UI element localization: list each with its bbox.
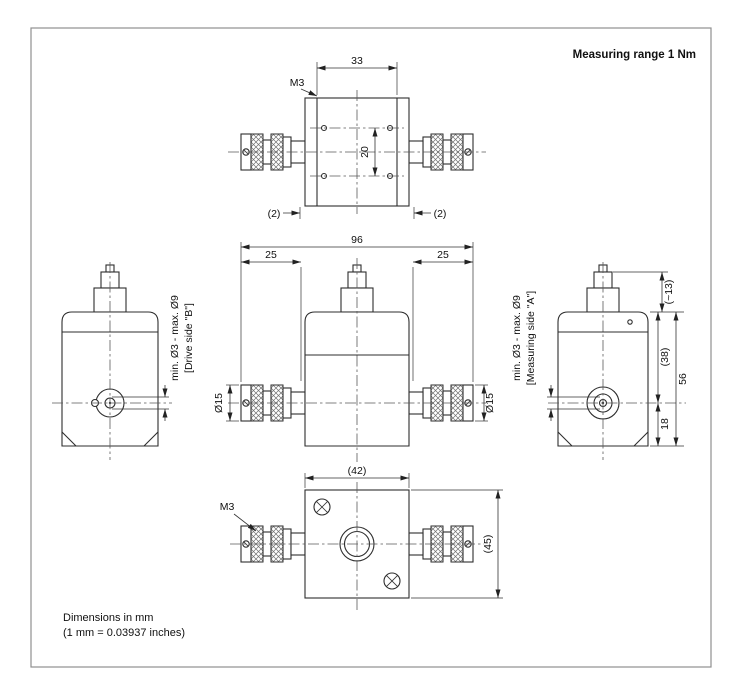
bore-range-label-measuring: min. Ø3 - max. Ø9	[511, 295, 523, 381]
drive-side-dimensions: min. Ø3 - max. Ø9 [Drive side "B"]	[112, 295, 195, 421]
units-note: Dimensions in mm	[63, 612, 153, 624]
dia-15-left-label: Ø15	[213, 393, 225, 413]
dim-33-label: 33	[351, 55, 363, 67]
measuring-side-label: [Measuring side "A"]	[525, 291, 537, 385]
dim-96-label: 96	[351, 234, 363, 246]
dim-13-label: (~13)	[663, 280, 675, 305]
drawing-border	[30, 27, 712, 668]
drive-side-label: [Drive side "B"]	[183, 303, 195, 373]
conversion-note: (1 mm = 0.03937 inches)	[63, 627, 185, 639]
measuring-side-dimensions: min. Ø3 - max. Ø9 [Measuring side "A"] (…	[511, 271, 689, 447]
dim-42-label: (42)	[348, 465, 367, 477]
dim-25-left-label: 25	[265, 249, 277, 261]
top-view-dimensions: 33 M3 20 (2) (2)	[268, 55, 447, 220]
dim-45-label: (45)	[482, 535, 494, 554]
dim-20-label: 20	[359, 146, 371, 158]
measuring-side-view: min. Ø3 - max. Ø9 [Measuring side "A"] (…	[511, 262, 689, 460]
bottom-view: (42) (45) M3	[220, 465, 503, 612]
bore-range-label-drive: min. Ø3 - max. Ø9	[169, 295, 181, 381]
dim-38-label: (38)	[659, 348, 671, 367]
top-view: 33 M3 20 (2) (2)	[228, 55, 486, 220]
front-view: 96 25 25 Ø15 Ø15	[213, 234, 496, 462]
dim-56-label: 56	[677, 373, 689, 385]
dia-15-right-label: Ø15	[484, 393, 496, 413]
front-view-dimensions: 96 25 25 Ø15 Ø15	[213, 234, 496, 422]
dim-25-right-label: 25	[437, 249, 449, 261]
drive-side-view: min. Ø3 - max. Ø9 [Drive side "B"]	[52, 262, 195, 460]
mounting-screw-bottom-right	[383, 572, 401, 590]
measuring-range-label: Measuring range 1 Nm	[573, 49, 696, 61]
dim-2-right-label: (2)	[434, 208, 447, 220]
dim-2-left-label: (2)	[268, 208, 281, 220]
bottom-view-dimensions: (42) (45) M3	[220, 465, 503, 599]
thread-m3-label-bottom: M3	[220, 501, 235, 513]
mounting-screw-top-left	[313, 498, 331, 516]
face-hole	[627, 319, 633, 325]
dim-18-label: 18	[659, 418, 671, 430]
thread-m3-label-top: M3	[290, 77, 305, 89]
